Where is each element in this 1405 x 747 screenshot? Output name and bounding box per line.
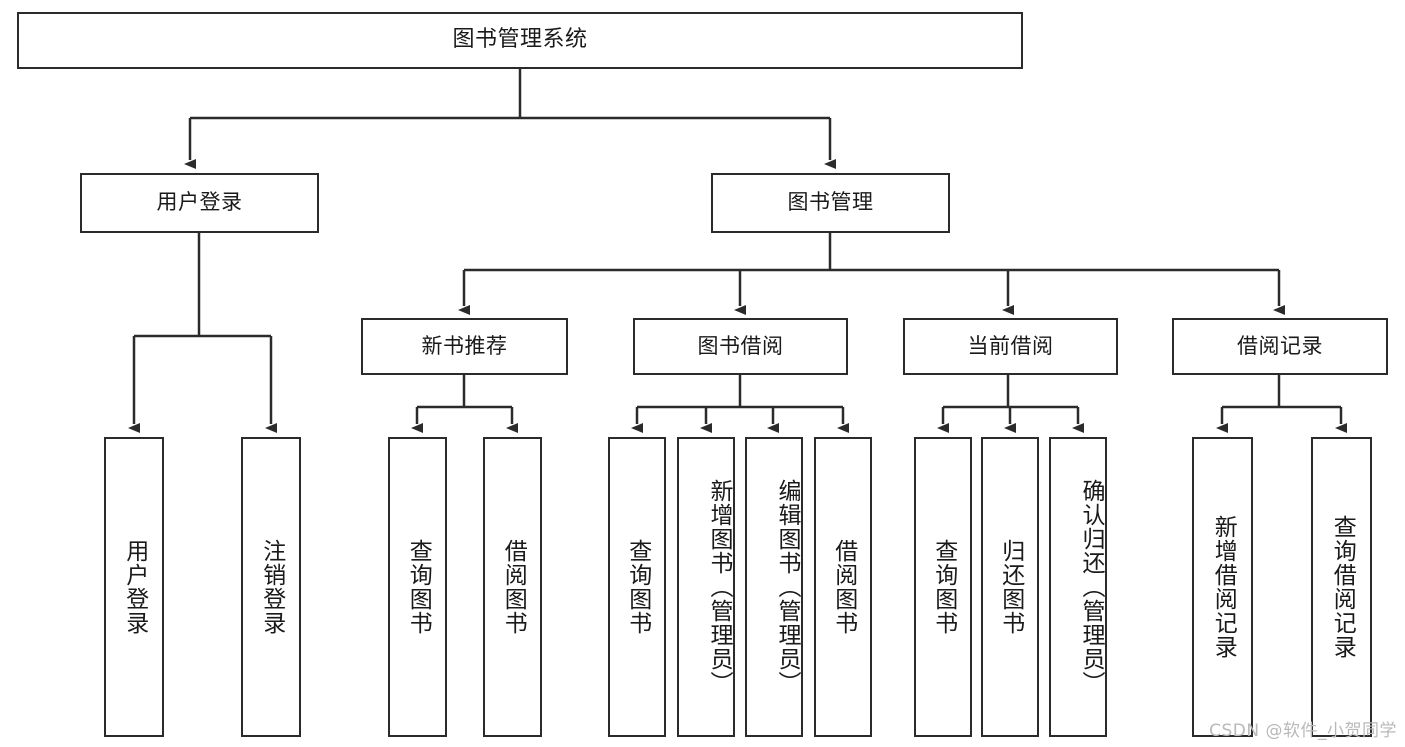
leaf-label: 用户登录 xyxy=(121,539,148,635)
leaf-borrow-edit-book-admin[interactable]: 编辑图书（管理员） xyxy=(745,437,803,737)
leaf-label: 编辑图书（管理员） xyxy=(774,479,800,695)
node-borrow-record[interactable]: 借阅记录 xyxy=(1172,318,1388,375)
leaf-label: 归还图书 xyxy=(997,539,1024,635)
leaf-label: 新增借阅记录 xyxy=(1210,515,1237,659)
leaf-user-login-login[interactable]: 用户登录 xyxy=(104,437,164,737)
node-book-management[interactable]: 图书管理 xyxy=(711,173,950,233)
leaf-new-book-borrow[interactable]: 借阅图书 xyxy=(483,437,542,737)
leaf-record-add-record[interactable]: 新增借阅记录 xyxy=(1192,437,1253,737)
leaf-record-query-record[interactable]: 查询借阅记录 xyxy=(1311,437,1372,737)
leaf-label: 查询借阅记录 xyxy=(1329,515,1356,659)
leaf-current-confirm-return-admin[interactable]: 确认归还（管理员） xyxy=(1049,437,1107,737)
node-user-login-label: 用户登录 xyxy=(156,190,243,215)
node-book-management-label: 图书管理 xyxy=(787,190,874,215)
node-root-label: 图书管理系统 xyxy=(452,27,588,53)
leaf-label: 确认归还（管理员） xyxy=(1078,479,1104,695)
leaf-label: 借阅图书 xyxy=(500,539,527,635)
node-borrow-record-label: 借阅记录 xyxy=(1237,333,1323,358)
node-current-borrow[interactable]: 当前借阅 xyxy=(903,318,1118,375)
leaf-label: 借阅图书 xyxy=(830,539,857,635)
node-new-book-recommend-label: 新书推荐 xyxy=(421,333,508,358)
node-book-borrow-label: 图书借阅 xyxy=(697,333,784,358)
leaf-label: 新增图书（管理员） xyxy=(706,479,732,695)
node-book-borrow[interactable]: 图书借阅 xyxy=(633,318,848,375)
node-current-borrow-label: 当前借阅 xyxy=(967,333,1054,358)
leaf-label: 查询图书 xyxy=(624,539,651,635)
leaf-user-login-logout[interactable]: 注销登录 xyxy=(241,437,301,737)
leaf-current-return-book[interactable]: 归还图书 xyxy=(981,437,1039,737)
leaf-label: 查询图书 xyxy=(930,539,957,635)
leaf-label: 查询图书 xyxy=(405,539,432,635)
leaf-borrow-add-book-admin[interactable]: 新增图书（管理员） xyxy=(677,437,735,737)
leaf-current-query-book[interactable]: 查询图书 xyxy=(914,437,972,737)
node-user-login[interactable]: 用户登录 xyxy=(80,173,319,233)
leaf-borrow-borrow-book[interactable]: 借阅图书 xyxy=(814,437,872,737)
node-root-system[interactable]: 图书管理系统 xyxy=(17,12,1023,69)
node-new-book-recommend[interactable]: 新书推荐 xyxy=(361,318,568,375)
leaf-new-book-query[interactable]: 查询图书 xyxy=(388,437,447,737)
leaf-label: 注销登录 xyxy=(258,539,285,635)
leaf-borrow-query-book[interactable]: 查询图书 xyxy=(608,437,666,737)
